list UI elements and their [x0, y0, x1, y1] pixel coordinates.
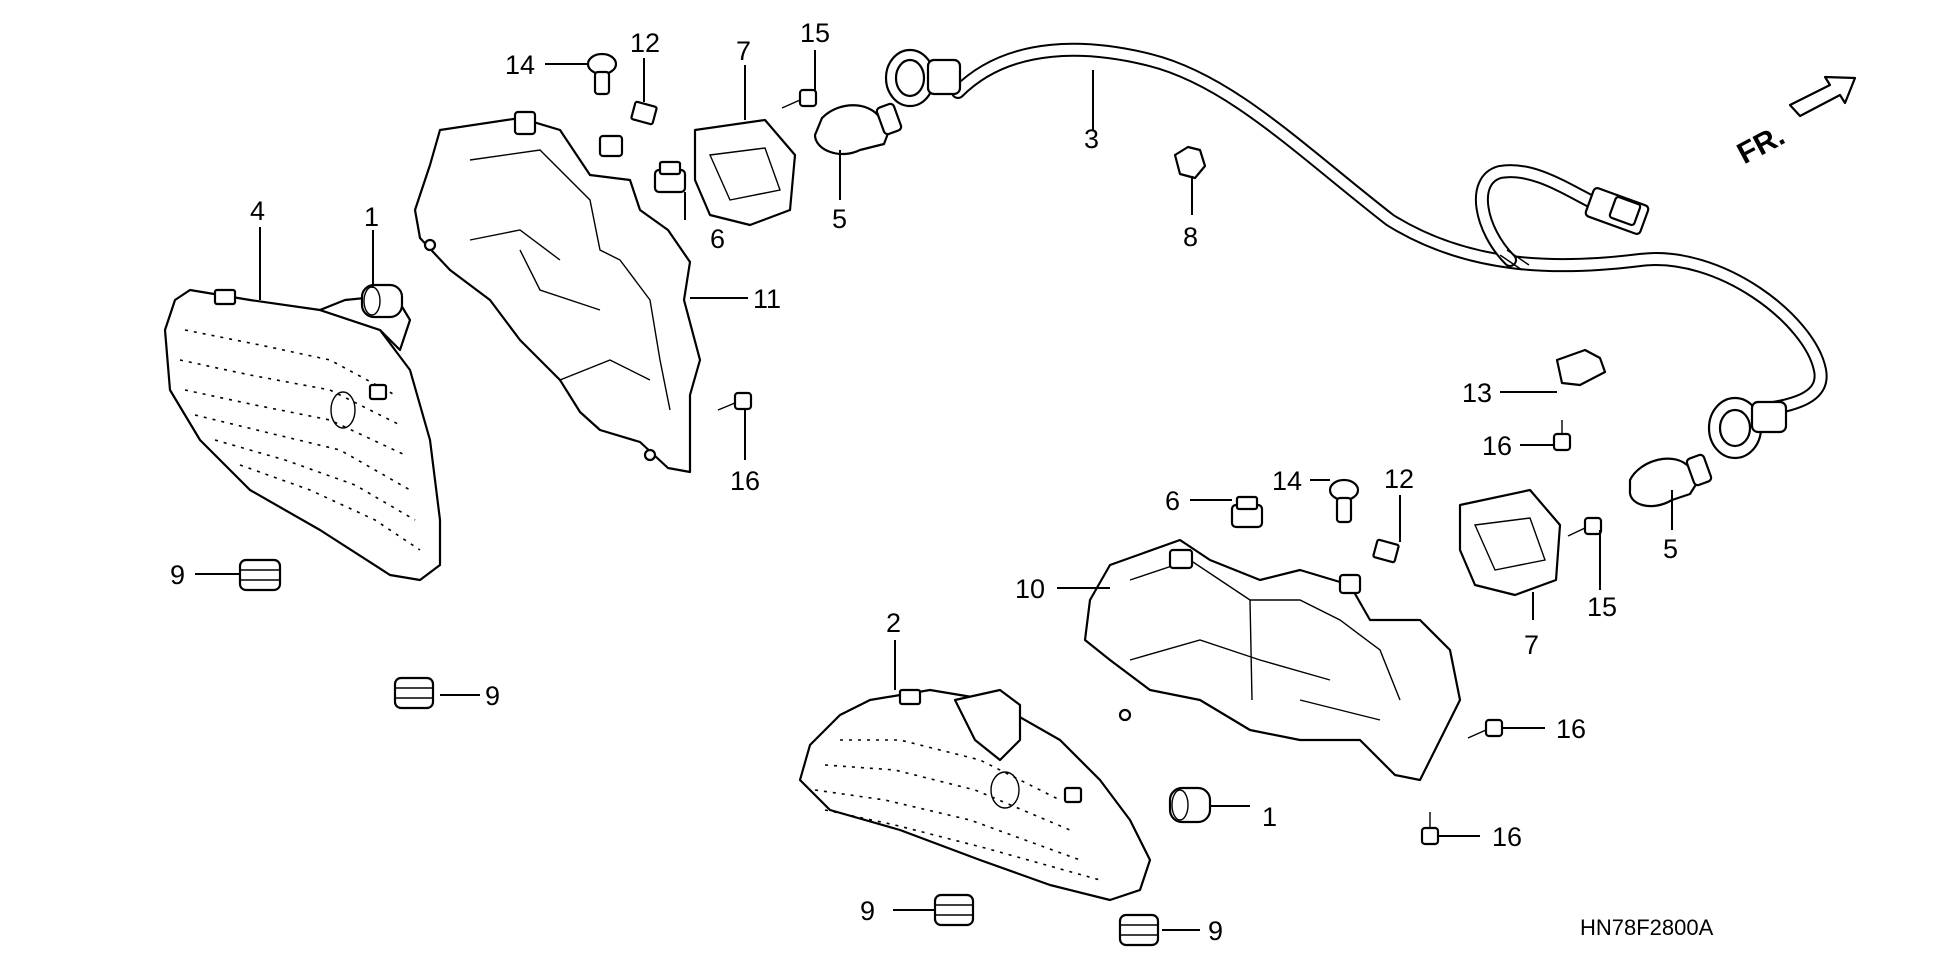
callout-1-lower: 1 — [1262, 802, 1277, 832]
callout-9-a: 9 — [170, 560, 185, 590]
front-direction-arrow: FR. — [1732, 75, 1857, 171]
rubber-cushion-9c — [933, 893, 975, 927]
callout-6-upper: 6 — [710, 224, 725, 254]
headlight-lens-right — [798, 688, 1152, 902]
callout-12-lower: 12 — [1384, 464, 1414, 494]
harness-clamp-13 — [1555, 348, 1607, 387]
bulb-upper — [813, 102, 903, 155]
callout-16-b: 16 — [1482, 431, 1512, 461]
screw-15-upper — [781, 88, 818, 109]
callout-11: 11 — [753, 284, 781, 314]
callout-5-lower: 5 — [1663, 534, 1678, 564]
grommet-1-lower — [1168, 786, 1212, 824]
callout-labels: 1 1 2 3 4 5 5 6 6 7 7 8 9 9 9 9 10 11 12… — [170, 18, 1678, 946]
callout-3: 3 — [1084, 124, 1099, 154]
leader-lines — [195, 50, 1673, 931]
callout-7-upper: 7 — [736, 36, 751, 66]
diagram-code: HN78F2800A — [1580, 915, 1714, 940]
rubber-cushion-9a — [238, 558, 282, 592]
bolt-16-b — [1552, 420, 1572, 452]
callout-1-upper: 1 — [364, 202, 379, 232]
front-direction-label: FR. — [1732, 119, 1790, 171]
callout-16-c: 16 — [1556, 714, 1586, 744]
clip-nut-12-lower — [1372, 538, 1400, 564]
bolt-16-a — [717, 391, 753, 411]
bolt-16-d — [1420, 812, 1440, 846]
clip-nut-12-upper — [630, 100, 658, 126]
collar-6-lower — [1230, 495, 1264, 529]
callout-8: 8 — [1183, 222, 1198, 252]
callout-14-lower: 14 — [1272, 466, 1302, 496]
callout-9-c: 9 — [860, 896, 875, 926]
bolt-16-c — [1467, 718, 1504, 739]
callout-9-d: 9 — [1208, 916, 1223, 946]
callout-13: 13 — [1462, 378, 1492, 408]
screw-14-upper — [586, 52, 618, 96]
grommet-1-upper — [360, 283, 404, 319]
callout-2: 2 — [886, 608, 901, 638]
callout-9-b: 9 — [485, 681, 500, 711]
callout-15-upper: 15 — [800, 18, 830, 48]
harness-clamp-8 — [1173, 145, 1207, 180]
callout-16-a: 16 — [730, 466, 760, 496]
case-bracket-upper — [413, 110, 702, 474]
case-bracket-lower — [1083, 538, 1462, 782]
callout-6-lower: 6 — [1165, 486, 1180, 516]
socket-boot-lower — [1458, 488, 1562, 597]
callout-14-upper: 14 — [505, 50, 535, 80]
bulb-socket-upper — [884, 48, 962, 108]
callout-12-upper: 12 — [630, 28, 660, 58]
headlight-lens-left — [163, 288, 442, 582]
screw-14-lower — [1328, 478, 1360, 524]
collar-6-upper — [653, 160, 687, 194]
callout-16-d: 16 — [1492, 822, 1522, 852]
callout-5-upper: 5 — [832, 204, 847, 234]
socket-boot-upper — [693, 118, 797, 227]
rubber-cushion-9b — [393, 676, 435, 710]
callout-10: 10 — [1015, 574, 1045, 604]
wire-harness — [884, 42, 1828, 460]
callout-4: 4 — [250, 196, 265, 226]
rubber-cushion-9d — [1118, 913, 1160, 947]
bulb-socket-lower — [1707, 396, 1788, 460]
callout-7-lower: 7 — [1524, 630, 1539, 660]
bulb-lower — [1628, 453, 1713, 508]
screw-15-lower — [1567, 516, 1603, 537]
callout-15-lower: 15 — [1587, 592, 1617, 622]
